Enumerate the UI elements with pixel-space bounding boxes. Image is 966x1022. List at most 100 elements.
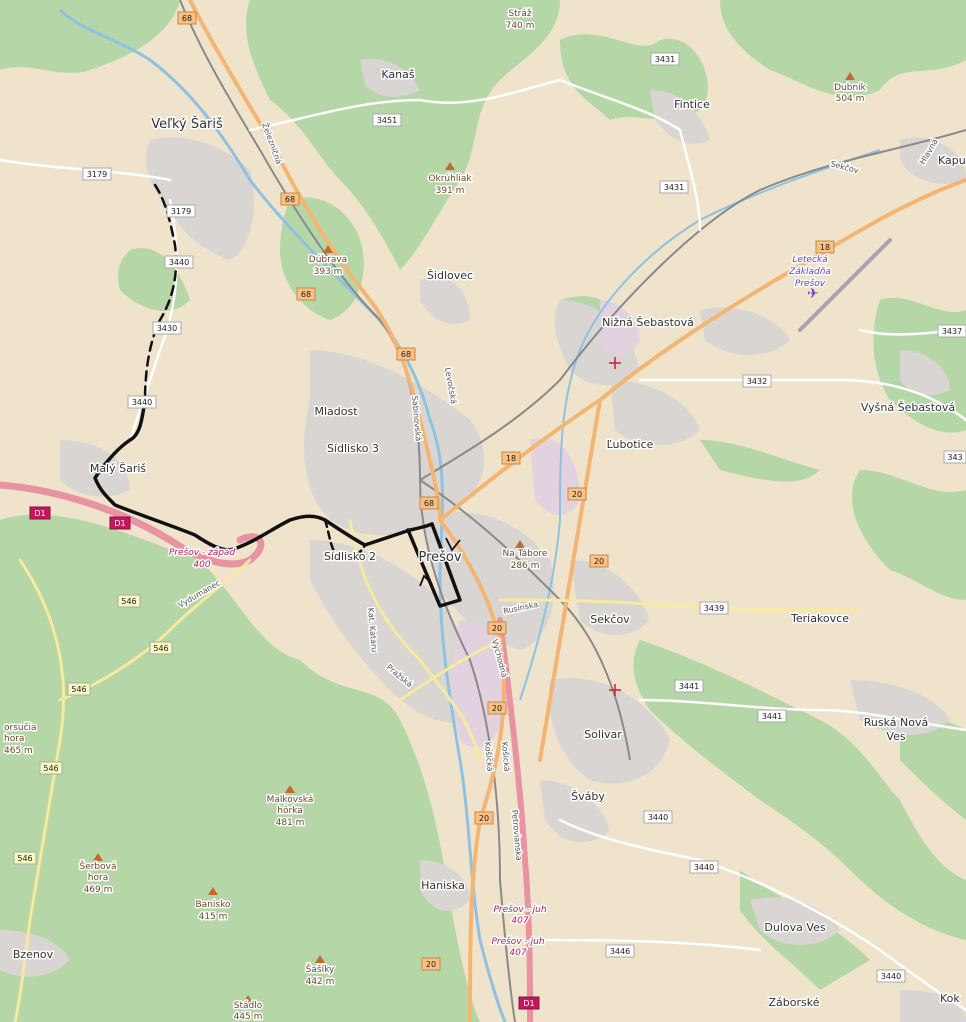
street-kosicka2: Košická bbox=[500, 741, 513, 772]
svg-text:68: 68 bbox=[424, 499, 434, 508]
peak-malkovska-name2: hôrka bbox=[277, 805, 302, 816]
svg-text:3431: 3431 bbox=[655, 55, 675, 64]
exit-presov-juh1: Prešov - juh bbox=[493, 904, 546, 915]
d1-motorway bbox=[0, 481, 533, 1022]
svg-text:3446: 3446 bbox=[610, 947, 630, 956]
place-labels: Veľký Šariš Kanaš Fintice Kapuša Šidlove… bbox=[11, 67, 966, 1011]
label-fintice: Fintice bbox=[674, 98, 710, 111]
label-bzenov: Bzenov bbox=[13, 948, 54, 961]
shield-20e: 20 bbox=[474, 811, 494, 825]
svg-text:3441: 3441 bbox=[679, 682, 699, 691]
shield-3440c: 3440 bbox=[643, 810, 673, 824]
svg-text:D1: D1 bbox=[114, 519, 125, 528]
shield-3440e: 3440 bbox=[876, 969, 906, 983]
svg-text:20: 20 bbox=[479, 814, 489, 823]
shield-18a: 18 bbox=[815, 240, 835, 254]
shield-3431b: 3431 bbox=[659, 180, 689, 194]
secondary-roads bbox=[13, 518, 862, 1022]
svg-text:20: 20 bbox=[492, 704, 502, 713]
svg-text:546: 546 bbox=[71, 685, 86, 694]
peak-jursucia-name2: hora bbox=[4, 734, 24, 744]
peak-serbova-name: Šerbová bbox=[79, 860, 116, 872]
label-teriakovce: Teriakovce bbox=[790, 612, 849, 625]
svg-text:68: 68 bbox=[401, 350, 411, 359]
svg-text:546: 546 bbox=[121, 597, 136, 606]
exit-presov-zapad: Prešov - západ bbox=[169, 547, 236, 558]
label-ves: Ves bbox=[886, 730, 905, 743]
svg-text:68: 68 bbox=[285, 195, 295, 204]
peak-natabore-ele: 286 m bbox=[511, 561, 540, 571]
label-sidlovec: Šidlovec bbox=[427, 269, 473, 282]
exit-presov-zapad-num: 400 bbox=[193, 560, 210, 570]
label-presov: Prešov bbox=[418, 550, 461, 565]
shield-d1a: D1 bbox=[29, 506, 51, 520]
shield-546d: 546 bbox=[39, 761, 63, 775]
peak-serbova-ele: 469 m bbox=[84, 885, 113, 895]
residential-areas bbox=[0, 59, 966, 1022]
peak-markers bbox=[93, 8, 855, 1003]
svg-text:3179: 3179 bbox=[87, 170, 107, 179]
label-svaby: Šváby bbox=[571, 790, 605, 803]
shield-d1c: D1 bbox=[518, 996, 540, 1010]
peak-sasiky-name: Šašíky bbox=[306, 963, 335, 975]
route-direction-arrows bbox=[419, 537, 461, 587]
peak-banisko-ele: 415 m bbox=[199, 912, 228, 922]
svg-text:3440: 3440 bbox=[694, 863, 714, 872]
svg-text:546: 546 bbox=[17, 854, 32, 863]
trunk-roads bbox=[188, 0, 966, 1022]
torysa-river bbox=[58, 8, 507, 1022]
label-kanas: Kanaš bbox=[381, 68, 414, 81]
shield-3440d: 3440 bbox=[689, 860, 719, 874]
svg-text:3439: 3439 bbox=[704, 604, 724, 613]
peak-malkovska-ele: 481 m bbox=[276, 818, 305, 828]
svg-text:3440: 3440 bbox=[169, 258, 189, 267]
shield-546c: 546 bbox=[67, 682, 91, 696]
svg-text:546: 546 bbox=[153, 644, 168, 653]
svg-text:343: 343 bbox=[947, 453, 962, 462]
shield-20a: 20 bbox=[567, 487, 587, 501]
shield-3440b: 3440 bbox=[127, 395, 157, 409]
exit-presov-juh2: Prešov - juh bbox=[491, 936, 544, 947]
peak-banisko-name: Banisko bbox=[196, 900, 231, 910]
airport-label-2: Základňa bbox=[788, 267, 831, 277]
shield-3451: 3451 bbox=[372, 113, 402, 127]
shield-3179b: 3179 bbox=[166, 204, 196, 218]
church-markers bbox=[609, 357, 621, 696]
label-ruska-nova: Ruská Nová bbox=[864, 716, 928, 729]
shield-d1b: D1 bbox=[109, 516, 131, 530]
peak-serbova-name2: hora bbox=[88, 873, 108, 883]
svg-text:20: 20 bbox=[594, 557, 604, 566]
svg-text:18: 18 bbox=[506, 454, 516, 463]
peak-natabore-name: Na Tábore bbox=[503, 549, 548, 559]
shield-3432: 3432 bbox=[742, 374, 772, 388]
shield-20d: 20 bbox=[487, 701, 507, 715]
label-maly-saris: Malý Šariš bbox=[90, 462, 147, 475]
peak-sasiky-ele: 442 m bbox=[306, 977, 335, 987]
svg-text:20: 20 bbox=[492, 624, 502, 633]
svg-text:D1: D1 bbox=[523, 999, 534, 1008]
svg-text:3440: 3440 bbox=[132, 398, 152, 407]
svg-text:3441: 3441 bbox=[762, 712, 782, 721]
label-vysna-sebastova: Vyšná Šebastová bbox=[861, 401, 955, 414]
svg-text:3430: 3430 bbox=[157, 324, 177, 333]
shield-20c: 20 bbox=[487, 621, 507, 635]
peak-okruhliak-ele: 391 m bbox=[436, 186, 465, 196]
shield-68a: 68 bbox=[177, 11, 197, 25]
road-shields: 3431 3431 3451 3179 3179 3440 3430 3440 … bbox=[13, 11, 966, 1010]
peak-dubnik-name: Dubník bbox=[834, 83, 867, 93]
shield-3437: 3437 bbox=[937, 324, 966, 338]
airport-runway bbox=[798, 238, 892, 332]
shield-68c: 68 bbox=[296, 287, 316, 301]
shield-68d: 68 bbox=[396, 347, 416, 361]
shield-343: 343 bbox=[943, 450, 966, 464]
shield-18b: 18 bbox=[501, 451, 521, 465]
label-kok: Kok bbox=[940, 992, 960, 1005]
peak-malkovska-name: Malkovská bbox=[267, 795, 314, 805]
svg-text:3437: 3437 bbox=[942, 327, 962, 336]
shield-546b: 546 bbox=[149, 641, 173, 655]
peak-dubrava-name: Dúbrava bbox=[309, 255, 347, 265]
exit-labels: Prešov - západ 400 Prešov - juh 407 Preš… bbox=[167, 546, 548, 960]
peak-straz-name: Stráž bbox=[508, 9, 531, 19]
